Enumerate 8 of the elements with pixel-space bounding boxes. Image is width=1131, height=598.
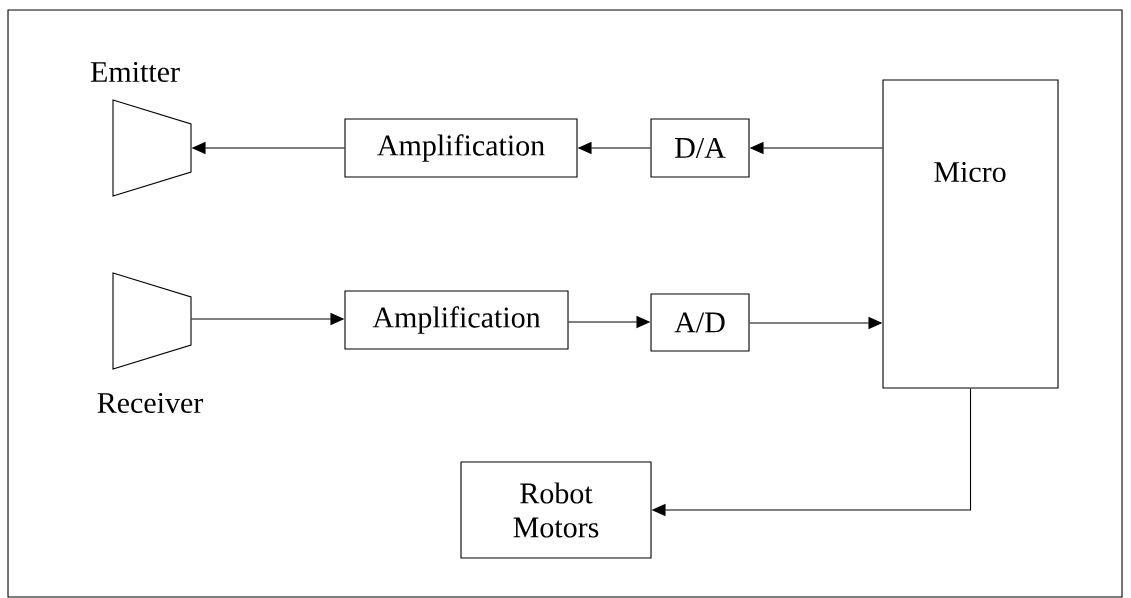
symbol-label: Emitter xyxy=(90,61,180,83)
process-box: Micro xyxy=(882,79,1059,389)
symbol-label: Receiver xyxy=(97,392,204,414)
process-box: D/A xyxy=(650,118,750,178)
process-box: A/D xyxy=(650,293,750,352)
process-box: Amplification xyxy=(344,290,569,350)
process-box: Robot Motors xyxy=(460,461,652,559)
process-box: Amplification xyxy=(344,118,578,178)
